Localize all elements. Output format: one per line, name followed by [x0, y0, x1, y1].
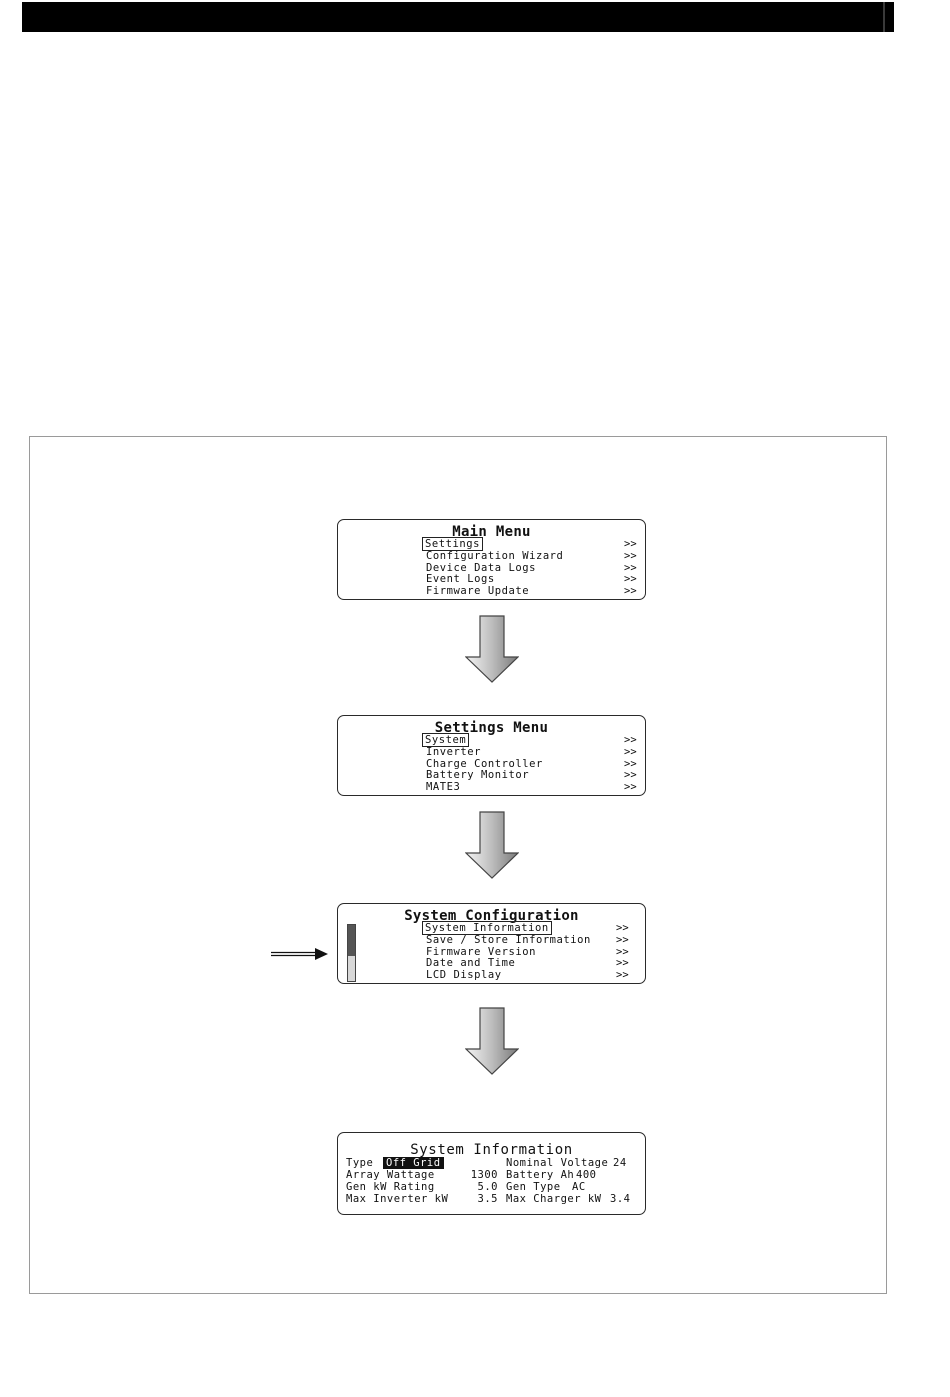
submenu-arrow: >>	[616, 969, 629, 981]
menu-item-mate3[interactable]: MATE3	[426, 781, 461, 793]
submenu-arrow: >>	[624, 562, 637, 574]
submenu-arrow: >>	[616, 946, 629, 958]
info-value-type: Off Grid	[383, 1157, 444, 1170]
grid-type-badge: Off Grid	[383, 1157, 444, 1169]
submenu-arrow: >>	[624, 573, 637, 585]
menu-item-inverter[interactable]: Inverter	[426, 746, 481, 758]
info-value-array-wattage: 1300	[470, 1169, 498, 1181]
header-bar-notch	[883, 2, 885, 32]
submenu-arrow: >>	[616, 934, 629, 946]
menu-item-system[interactable]: System	[421, 733, 470, 747]
system-information-title: System Information	[410, 1142, 573, 1158]
menu-item-firmware-update[interactable]: Firmware Update	[426, 585, 530, 597]
menu-item-lcd-display[interactable]: LCD Display	[426, 969, 502, 981]
menu-item-system-information[interactable]: System Information	[422, 921, 552, 935]
info-label-gen-kw-rating: Gen kW Rating	[346, 1181, 435, 1193]
submenu-arrow: >>	[624, 538, 637, 550]
flow-down-arrow-icon	[465, 811, 519, 879]
menu-item-save-store-information[interactable]: Save / Store Information	[426, 934, 591, 946]
info-value-nominal-voltage: 24	[613, 1157, 627, 1169]
settings-menu-screen: Settings Menu System >> Inverter >> Char…	[337, 715, 646, 796]
submenu-arrow: >>	[616, 957, 629, 969]
submenu-arrow: >>	[624, 585, 637, 597]
main-menu-title: Main Menu	[452, 524, 531, 540]
info-value-max-charger-kw: 3.4	[610, 1193, 631, 1205]
info-value-battery-ah: 400	[576, 1169, 597, 1181]
info-value-gen-kw-rating: 5.0	[477, 1181, 498, 1193]
info-label-max-charger-kw: Max Charger kW	[506, 1193, 602, 1205]
system-information-screen: System Information Type Off Grid Nominal…	[337, 1132, 646, 1215]
submenu-arrow: >>	[624, 781, 637, 793]
info-label-nominal-voltage: Nominal Voltage	[506, 1157, 609, 1169]
info-label-array-wattage: Array Wattage	[346, 1169, 435, 1181]
menu-item-configuration-wizard[interactable]: Configuration Wizard	[426, 550, 564, 562]
submenu-arrow: >>	[624, 746, 637, 758]
page-header-bar	[22, 2, 894, 32]
menu-item-event-logs[interactable]: Event Logs	[426, 573, 495, 585]
flow-down-arrow-icon	[465, 1007, 519, 1075]
menu-item-date-and-time[interactable]: Date and Time	[426, 957, 516, 969]
menu-item-label: System Information	[422, 921, 552, 935]
menu-item-settings[interactable]: Settings	[422, 537, 483, 551]
info-value-gen-type: AC	[572, 1181, 586, 1193]
scrollbar[interactable]	[347, 924, 356, 982]
submenu-arrow: >>	[624, 769, 637, 781]
settings-menu-title: Settings Menu	[434, 720, 549, 736]
menu-item-device-data-logs[interactable]: Device Data Logs	[426, 562, 536, 574]
main-menu-screen: Main Menu Settings >> Configuration Wiza…	[337, 519, 646, 600]
system-configuration-title: System Configuration	[404, 908, 579, 924]
submenu-arrow: >>	[624, 734, 637, 746]
info-value-max-inverter-kw: 3.5	[477, 1193, 498, 1205]
menu-item-label: System	[421, 733, 470, 747]
info-label-max-inverter-kw: Max Inverter kW	[346, 1193, 449, 1205]
flow-down-arrow-icon	[465, 615, 519, 683]
system-configuration-screen: System Configuration System Information …	[337, 903, 646, 984]
pointer-arrow-icon	[271, 948, 328, 960]
menu-item-battery-monitor[interactable]: Battery Monitor	[426, 769, 530, 781]
info-label-gen-type: Gen Type	[506, 1181, 561, 1193]
menu-item-label: Settings	[422, 537, 483, 551]
info-label-battery-ah: Battery Ah	[506, 1169, 575, 1181]
scrollbar-thumb[interactable]	[348, 925, 355, 956]
menu-item-firmware-version[interactable]: Firmware Version	[426, 946, 536, 958]
submenu-arrow: >>	[616, 922, 629, 934]
info-label-type: Type	[346, 1157, 374, 1169]
submenu-arrow: >>	[624, 550, 637, 562]
submenu-arrow: >>	[624, 758, 637, 770]
menu-item-charge-controller[interactable]: Charge Controller	[426, 758, 543, 770]
